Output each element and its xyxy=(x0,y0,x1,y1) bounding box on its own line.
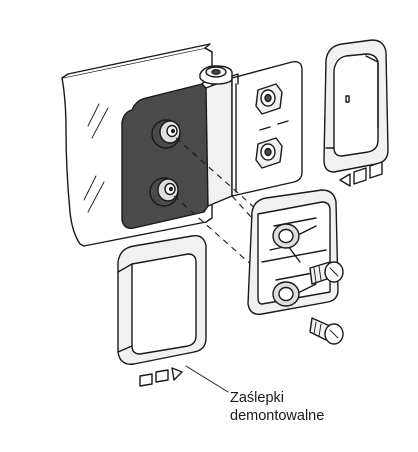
screw-icon-lower xyxy=(309,317,344,345)
plate-bolt-bottom xyxy=(149,177,179,207)
cover-cap-right xyxy=(323,39,389,173)
callout-line-1: Zaślepki xyxy=(230,390,284,406)
screw-icon xyxy=(309,261,344,285)
assembly-lines xyxy=(173,137,283,293)
triple-arrow-left-icon xyxy=(339,161,383,187)
cover-cap-front xyxy=(117,235,207,365)
callout-line-2: demontowalne xyxy=(230,408,324,424)
plate-bolt-top xyxy=(151,119,181,149)
triple-arrow-right-icon xyxy=(139,367,183,387)
hinge-body xyxy=(199,60,303,207)
callout-leader xyxy=(185,365,229,393)
backing-plate xyxy=(247,189,339,315)
callout-label: Zaślepki demontowalne xyxy=(230,390,324,424)
